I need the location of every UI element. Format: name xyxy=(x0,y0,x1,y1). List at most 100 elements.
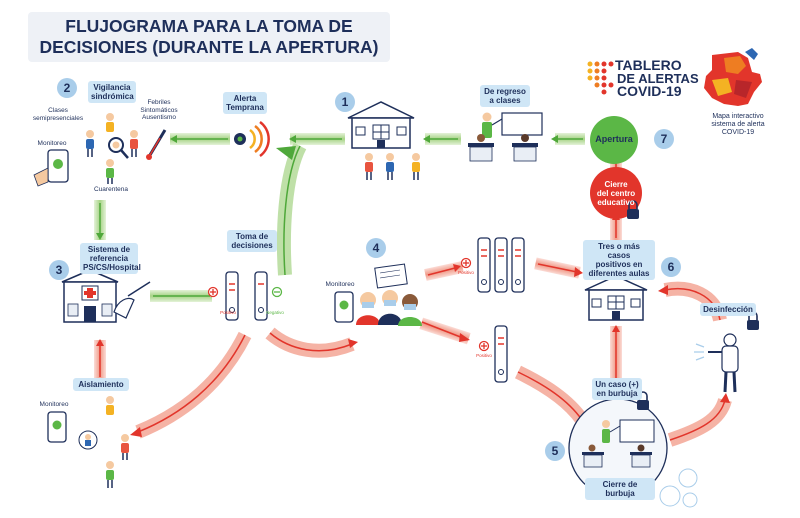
arrow-burbuja-to-desinfeccion xyxy=(667,393,732,447)
label-cierre-burbuja: Cierre de burbuja xyxy=(585,478,655,500)
label-un-caso: Un caso (+) en burbuja xyxy=(592,378,642,400)
step-number-3: 3 xyxy=(49,260,69,280)
label-sistema-referencia: Sistema de referencia PS/CS/Hospital xyxy=(80,243,141,274)
label-vigilancia-line-2: sindrómica xyxy=(91,92,134,101)
brand-line-3: COVID-19 xyxy=(617,83,682,99)
text-monitoreo-2: Monitoreo xyxy=(325,281,355,288)
label-sistema-line-2: referencia xyxy=(89,254,129,263)
phone-whatsapp-icon-step4 xyxy=(334,291,354,323)
swab-hand-icon xyxy=(113,281,151,319)
classroom-icon xyxy=(468,112,543,162)
guatemala-map-icon xyxy=(704,48,762,106)
apertura-circle xyxy=(590,116,638,164)
phone-whatsapp-icon-aislamiento xyxy=(47,411,67,443)
text-positivo-toma: Positivo xyxy=(220,310,236,315)
title-line-2: DECISIONES (DURANTE LA APERTURA) xyxy=(39,37,379,57)
step-number-2: 2 xyxy=(57,78,77,98)
map-caption-line-1: Mapa interactivo xyxy=(712,113,764,120)
label-tres-casos: Tres o más casos positivos en diferentes… xyxy=(583,240,655,280)
students-group-icon xyxy=(365,153,420,180)
label-aislamiento: Aislamiento xyxy=(73,378,129,391)
text-clases-semipresenciales: Clases semipresenciales xyxy=(28,107,88,122)
text-febriles: Febriles Sintomáticos Ausentismo xyxy=(132,99,186,122)
text-positivo-triple: Positivo xyxy=(458,270,474,275)
step-number-7: 7 xyxy=(654,129,674,149)
label-tres-line-1: Tres o más casos xyxy=(598,242,640,260)
isolation-children-icon xyxy=(78,396,129,488)
arrow-school-to-alerta xyxy=(289,133,345,145)
arrow-vigilancia-to-sistema xyxy=(94,200,106,240)
label-vigilancia-line-1: Vigilancia xyxy=(93,83,131,92)
brand-line-1: TABLERO xyxy=(615,57,682,73)
lock-icon xyxy=(627,200,639,219)
arrow-group-to-test-bottom xyxy=(419,317,471,345)
arrow-regreso-to-school xyxy=(423,133,461,145)
alert-signal-icon xyxy=(234,120,270,158)
label-alerta-line-2: Temprana xyxy=(226,103,264,112)
text-monitoreo-1: Monitoreo xyxy=(37,140,67,147)
step-number-4: 4 xyxy=(366,238,386,258)
arrow-alerta-to-vigilancia xyxy=(170,133,230,145)
magnifier-child-icon xyxy=(86,113,138,184)
label-toma-line-1: Toma de xyxy=(235,232,269,241)
step-number-6: 6 xyxy=(661,257,681,277)
small-bubbles-icon xyxy=(659,468,698,508)
disinfection-worker-icon xyxy=(694,333,739,393)
label-alerta-temprana: Alerta Temprana xyxy=(223,92,267,114)
text-febriles-line-1: Febriles xyxy=(147,99,171,106)
arrow-toma-to-monitoreo xyxy=(265,327,358,358)
masked-people-icon xyxy=(356,263,422,326)
title-line-1: FLUJOGRAMA PARA LA TOMA DE xyxy=(65,16,353,36)
cierre-centro-label: Cierre del centro educativo xyxy=(590,180,642,207)
cierre-line-3: educativo xyxy=(597,198,635,207)
arrow-test-to-burbuja xyxy=(514,365,588,427)
text-febriles-line-3: Ausentismo xyxy=(142,114,176,121)
text-negativo-toma: Negativo xyxy=(266,310,284,315)
text-monitoreo-3: Monitoreo xyxy=(39,401,69,408)
label-un-caso-line-1: Un caso (+) xyxy=(595,380,639,389)
step-number-1: 1 xyxy=(335,92,355,112)
test-kit-single-icon xyxy=(478,325,508,383)
arrow-group-to-test-top xyxy=(424,261,464,281)
tablero-logo-dots-icon xyxy=(587,61,614,95)
arrow-tests-to-school xyxy=(534,257,583,279)
arrow-apertura-to-regreso xyxy=(551,133,585,145)
school-building-icon xyxy=(347,101,415,149)
cierre-line-1: Cierre xyxy=(604,180,628,189)
page-title: FLUJOGRAMA PARA LA TOMA DE DECISIONES (D… xyxy=(28,16,390,58)
label-regreso-line-1: De regreso xyxy=(484,87,526,96)
label-un-caso-line-2: en burbuja xyxy=(596,389,638,398)
label-vigilancia: Vigilancia sindrómica xyxy=(88,81,136,103)
test-kits-triple-icon xyxy=(460,237,525,293)
label-toma-line-2: decisiones xyxy=(231,241,273,250)
label-sistema-line-3: PS/CS/Hospital xyxy=(83,263,141,272)
text-positivo-single: Positivo xyxy=(476,353,492,358)
label-tres-line-3: diferentes aulas xyxy=(588,269,650,278)
apertura-label: Apertura xyxy=(595,134,633,144)
arrow-toma-to-alerta xyxy=(276,142,307,276)
clinic-building-icon xyxy=(61,269,119,323)
phone-whatsapp-icon xyxy=(33,149,69,187)
brand-line-2: DE ALERTAS xyxy=(617,71,699,86)
arrow-aislamiento-to-sistema xyxy=(94,339,106,380)
test-kit-negative-icon xyxy=(254,271,283,321)
arrow-toma-to-aislamiento xyxy=(130,331,252,439)
text-cuarentena: Cuarentena xyxy=(94,186,128,193)
cierre-line-2: del centro xyxy=(596,189,636,198)
label-alerta-line-1: Alerta xyxy=(233,94,257,103)
label-regreso-line-2: a clases xyxy=(489,96,521,105)
arrow-burbuja-to-school xyxy=(610,325,622,386)
label-sistema-line-1: Sistema de xyxy=(87,245,131,254)
text-febriles-line-2: Sintomáticos xyxy=(140,106,178,114)
map-caption-line-2: sistema de alerta xyxy=(711,121,765,128)
test-kit-positive-icon xyxy=(207,271,239,321)
school-building-icon-step6 xyxy=(584,275,648,321)
text-clases-line-2: semipresenciales xyxy=(32,114,84,122)
map-caption: Mapa interactivo sistema de alerta COVID… xyxy=(693,113,783,137)
map-caption-line-3: COVID-19 xyxy=(721,129,755,136)
title-background xyxy=(28,12,390,62)
arrow-sistema-to-toma xyxy=(150,290,212,302)
label-desinfeccion: Desinfección xyxy=(700,303,756,316)
label-tres-line-2: positivos en xyxy=(595,260,643,269)
